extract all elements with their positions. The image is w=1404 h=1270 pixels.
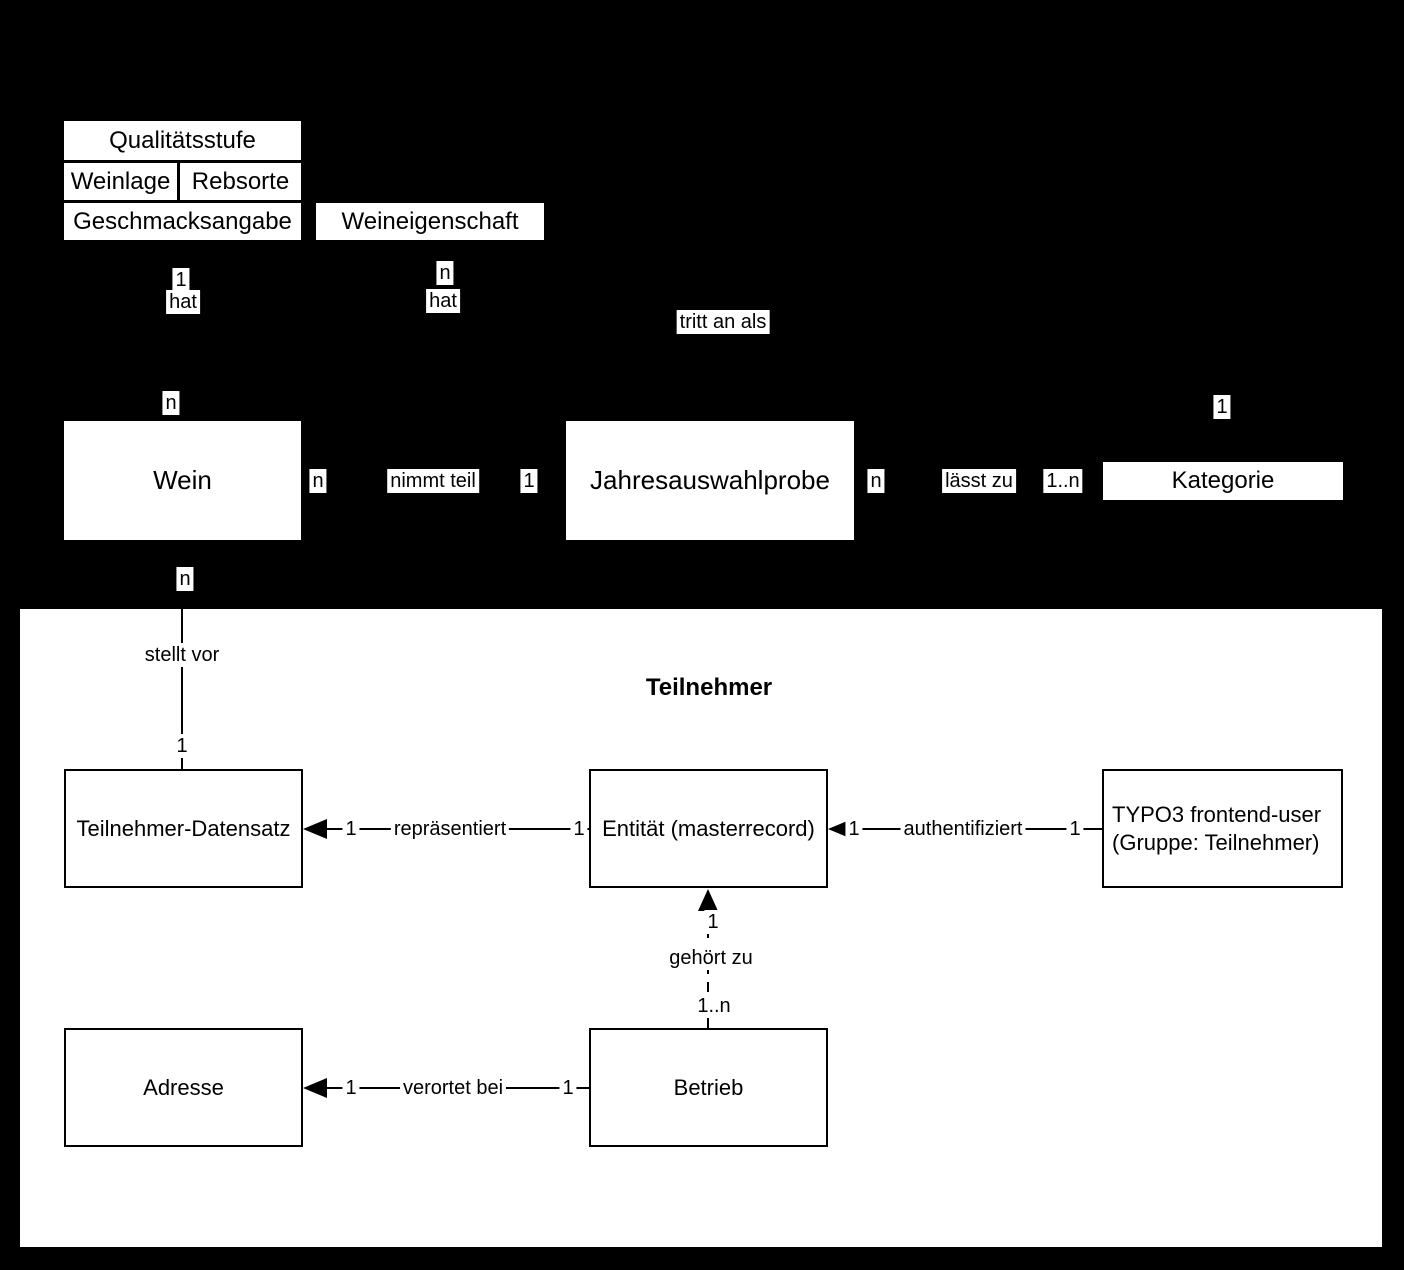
arrow-left-icon bbox=[303, 819, 327, 839]
cardinality-wein-right: n bbox=[309, 469, 327, 493]
cardinality-gehoert-zu-top: 1 bbox=[704, 910, 722, 934]
relation-label-repraesentiert: repräsentiert bbox=[390, 817, 510, 841]
relation-label-hat-left: hat bbox=[166, 290, 200, 314]
cardinality-hat-left: 1 bbox=[172, 268, 190, 292]
cardinality-hat-right: n bbox=[436, 261, 454, 285]
cardinality-repraesentiert-left: 1 bbox=[342, 817, 360, 841]
arrow-up-icon bbox=[698, 889, 718, 911]
cardinality-authentifiziert-left: 1 bbox=[845, 817, 863, 841]
entity-box-kategorie: Kategorie bbox=[1103, 462, 1343, 500]
typo3-frontend-user-line2: (Gruppe: Teilnehmer) bbox=[1112, 829, 1320, 855]
attribute-box-weineigenschaft: Weineigenschaft bbox=[316, 203, 544, 240]
cardinality-verortet-bei-right: 1 bbox=[559, 1076, 577, 1100]
cardinality-jahresauswahlprobe-right: n bbox=[867, 469, 885, 493]
entity-box-wein: Wein bbox=[64, 421, 301, 540]
relation-label-tritt-an-als: tritt an als bbox=[676, 310, 770, 334]
cardinality-gehoert-zu-bottom: 1..n bbox=[694, 994, 734, 1018]
cardinality-wein-top: n bbox=[162, 391, 180, 415]
relation-label-verortet-bei: verortet bei bbox=[399, 1076, 507, 1100]
typo3-frontend-user-line1: TYPO3 frontend-user bbox=[1112, 801, 1322, 827]
cardinality-authentifiziert-right: 1 bbox=[1066, 817, 1084, 841]
relation-label-hat-right: hat bbox=[426, 289, 460, 313]
arrow-left-icon bbox=[303, 1078, 327, 1098]
connector-stellt-vor-line bbox=[181, 609, 183, 769]
relation-label-authentifiziert: authentifiziert bbox=[900, 817, 1026, 841]
entity-box-typo3-frontend-user: TYPO3 frontend-user (Gruppe: Teilnehmer) bbox=[1102, 769, 1343, 888]
cardinality-kategorie-top: 1 bbox=[1213, 395, 1231, 419]
cardinality-laesst-zu: 1..n bbox=[1043, 469, 1083, 493]
relation-label-stellt-vor: stellt vor bbox=[141, 643, 223, 667]
relation-label-nimmt-teil: nimmt teil bbox=[387, 469, 479, 493]
teilnehmer-group-panel bbox=[20, 609, 1382, 1247]
entity-box-jahresauswahlprobe: Jahresauswahlprobe bbox=[566, 421, 854, 540]
entity-box-entitaet-masterrecord: Entität (masterrecord) bbox=[589, 769, 828, 888]
relation-label-laesst-zu: lässt zu bbox=[942, 469, 1016, 493]
cardinality-stellt-vor: 1 bbox=[173, 734, 191, 758]
cardinality-repraesentiert-right: 1 bbox=[570, 817, 588, 841]
attribute-box-qualitaetsstufe: Qualitätsstufe bbox=[64, 121, 301, 160]
entity-box-adresse: Adresse bbox=[64, 1028, 303, 1147]
relation-label-gehoert-zu: gehört zu bbox=[666, 946, 756, 970]
entity-box-betrieb: Betrieb bbox=[589, 1028, 828, 1147]
group-title-teilnehmer: Teilnehmer bbox=[645, 674, 773, 701]
entity-box-teilnehmer-datensatz: Teilnehmer-Datensatz bbox=[64, 769, 303, 888]
attribute-box-rebsorte: Rebsorte bbox=[180, 163, 301, 200]
attribute-box-geschmacksangabe: Geschmacksangabe bbox=[64, 203, 301, 240]
cardinality-verortet-bei-left: 1 bbox=[342, 1076, 360, 1100]
attribute-box-weinlage: Weinlage bbox=[64, 163, 177, 200]
cardinality-wein-bottom: n bbox=[176, 567, 194, 591]
cardinality-jahresauswahlprobe-left: 1 bbox=[520, 469, 538, 493]
